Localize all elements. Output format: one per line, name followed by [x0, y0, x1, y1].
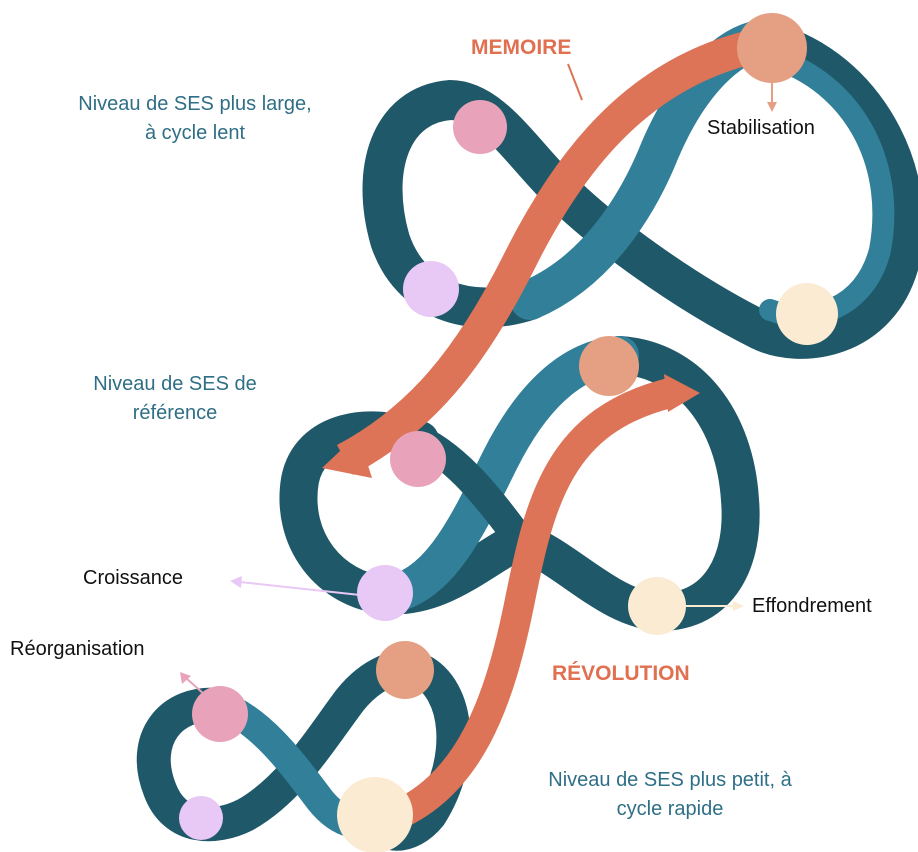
level-small-line2: cycle rapide — [616, 798, 724, 820]
large-r-circle — [453, 100, 507, 154]
small-alpha-circle — [179, 796, 223, 840]
reorganisation-label: Réorganisation — [10, 638, 145, 660]
memoire-pointer — [567, 63, 583, 101]
croissance-pointer — [239, 581, 361, 596]
level-small-line1: Niveau de SES plus petit, à — [548, 769, 792, 791]
stabilisation-label: Stabilisation — [707, 117, 815, 139]
memory-label: MEMOIRE — [471, 36, 572, 59]
level-small-label: Niveau de SES plus petit, à cycle rapide — [500, 766, 840, 824]
effondrement-label: Effondrement — [752, 595, 872, 617]
memory-arrow-head — [322, 434, 372, 478]
revolution-arrow-head — [664, 374, 700, 412]
small-r-circle — [192, 686, 248, 742]
croissance-label: Croissance — [83, 567, 184, 589]
ref-K-circle — [579, 336, 639, 396]
revolution-arrow — [379, 374, 700, 835]
level-large-line2: à cycle lent — [144, 122, 246, 144]
phase-circles — [179, 13, 838, 852]
large-K-circle — [737, 13, 807, 83]
loop-large-ribbon-back — [362, 20, 918, 359]
memory-arrow — [322, 28, 764, 478]
level-reference-line1: Niveau de SES de — [93, 373, 257, 395]
large-omega-circle — [776, 283, 838, 345]
level-reference-label: Niveau de SES de référence — [50, 370, 300, 428]
ref-alpha-circle — [357, 565, 413, 621]
revolution-label: RÉVOLUTION — [552, 662, 690, 685]
loop-reference-ribbon-front — [366, 336, 639, 614]
large-alpha-circle — [403, 261, 459, 317]
ref-r-circle — [390, 431, 446, 487]
pointer-arrows — [180, 63, 777, 696]
ref-omega-circle — [628, 577, 686, 635]
level-reference-line2: référence — [132, 402, 218, 424]
reorganisation-pointer — [185, 677, 206, 696]
small-K-circle — [376, 641, 434, 699]
small-omega-circle — [337, 777, 413, 852]
level-large-label: Niveau de SES plus large, à cycle lent — [30, 90, 360, 148]
level-large-line1: Niveau de SES plus large, — [78, 93, 312, 115]
